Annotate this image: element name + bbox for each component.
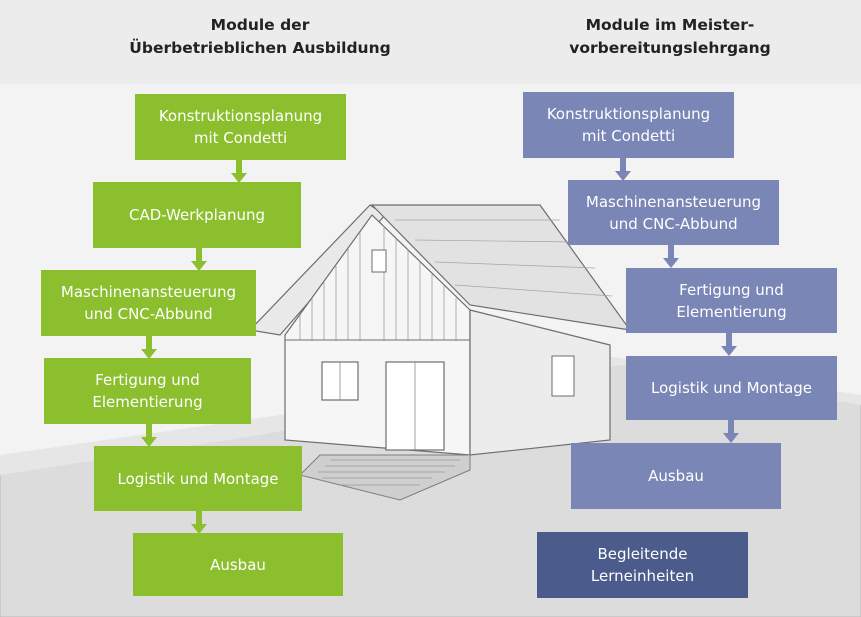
right-module-begleitende-lerneinheiten: Begleitende Lerneinheiten [537,532,748,598]
left-module-ausbau: Ausbau [133,533,343,596]
left-module-fertigung: Fertigung und Elementierung [44,358,251,424]
left-module-konstruktionsplanung: Konstruktionsplanung mit Condetti [135,94,346,160]
right-module-fertigung: Fertigung und Elementierung [626,268,837,333]
right-module-konstruktionsplanung: Konstruktionsplanung mit Condetti [523,92,734,158]
left-module-logistik: Logistik und Montage [94,446,302,511]
left-arrow-2 [191,248,207,271]
right-column-title: Module im Meister- vorbereitungslehrgang [569,16,771,57]
house-illustration [0,84,861,617]
left-arrow-4 [141,424,157,447]
left-arrow-1 [231,160,247,183]
left-column-title: Module der Überbetrieblichen Ausbildung [129,16,391,57]
left-module-maschinenansteuerung: Maschinenansteuerung und CNC-Abbund [41,270,256,336]
header-band [0,0,861,84]
left-arrow-5 [191,511,207,534]
right-arrow-1 [615,158,631,181]
right-arrow-4 [723,420,739,443]
right-arrow-3 [721,333,737,356]
left-module-cad-werkplanung: CAD-Werkplanung [93,182,301,248]
right-module-maschinenansteuerung: Maschinenansteuerung und CNC-Abbund [568,180,779,245]
left-arrow-3 [141,336,157,359]
right-arrow-2 [663,245,679,268]
right-module-ausbau: Ausbau [571,443,781,509]
right-module-logistik: Logistik und Montage [626,356,837,420]
